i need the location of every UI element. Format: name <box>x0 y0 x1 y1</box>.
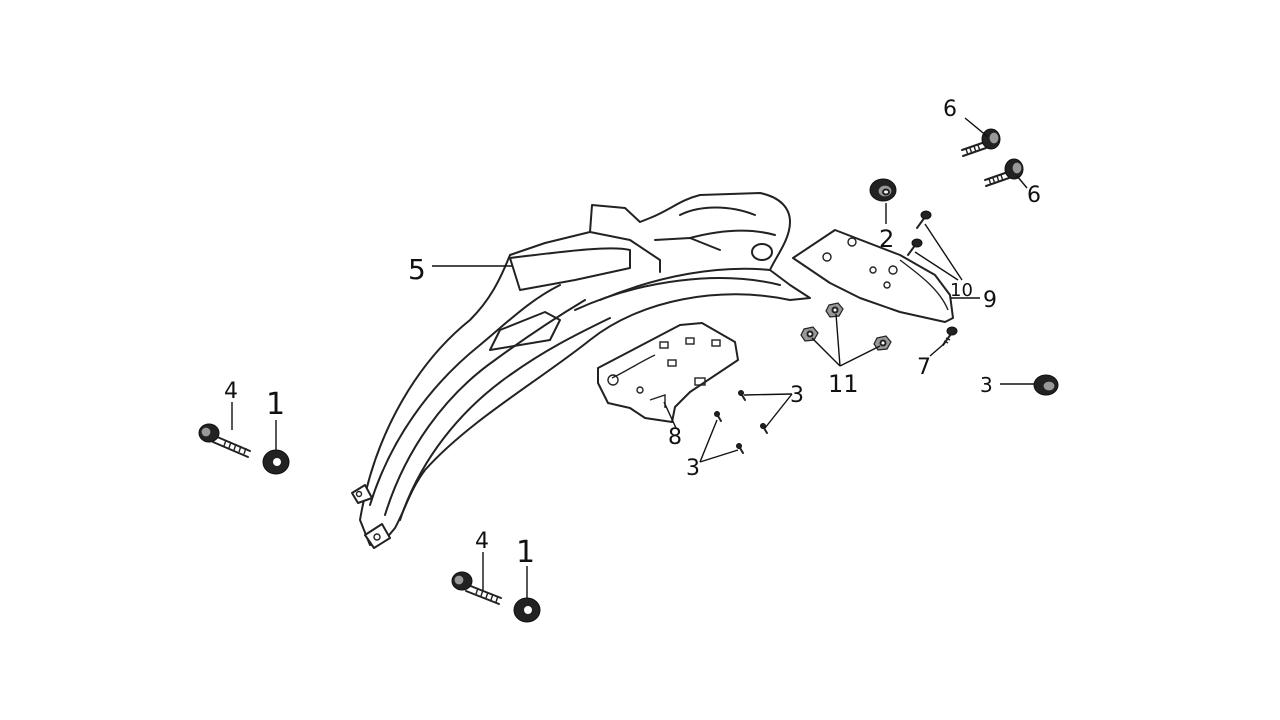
callout-1-bottom: 1 <box>516 535 535 570</box>
callout-8: 8 <box>668 425 682 450</box>
callout-5: 5 <box>408 253 426 286</box>
screw-10-upper <box>916 210 932 229</box>
washer-1-bottom <box>513 597 541 623</box>
grommet <box>869 178 897 202</box>
callout-4-left: 4 <box>224 379 238 404</box>
callout-3-nut: 3 <box>980 373 993 397</box>
leader-lines <box>231 117 1034 598</box>
nut-11-a <box>825 302 844 318</box>
nut-3 <box>1033 374 1059 396</box>
inner-plate <box>597 322 739 423</box>
callout-6-upper: 6 <box>943 97 957 122</box>
bolt-4-left <box>198 423 251 458</box>
nut-11-c <box>873 335 892 351</box>
screw-10-lower <box>907 238 923 256</box>
screw-3-c <box>714 411 722 422</box>
callout-2: 2 <box>879 225 894 253</box>
nut-11-b <box>800 326 819 342</box>
callout-6-lower: 6 <box>1027 183 1041 208</box>
screw-3-d <box>736 443 744 454</box>
bolt-6-lower <box>984 158 1024 187</box>
screw-7 <box>942 326 958 346</box>
bolt-6-upper <box>961 128 1001 157</box>
license-bracket <box>792 229 954 323</box>
callout-11: 11 <box>828 370 859 398</box>
callout-labels: 5 4 1 4 1 6 6 2 10 9 7 11 3 3 3 8 <box>224 97 1041 570</box>
callout-7: 7 <box>917 355 931 380</box>
callout-3-lower: 3 <box>686 456 700 481</box>
rear-fender <box>351 192 811 549</box>
screw-3-a <box>738 390 746 401</box>
callout-10: 10 <box>950 280 973 301</box>
screw-3-b <box>760 423 768 434</box>
bolt-4-bottom <box>451 571 502 605</box>
callout-9: 9 <box>983 288 997 313</box>
callout-1-left: 1 <box>266 387 285 422</box>
washer-1-left <box>262 449 290 475</box>
callout-4-bottom: 4 <box>475 529 489 554</box>
callout-3-upper: 3 <box>790 383 804 408</box>
